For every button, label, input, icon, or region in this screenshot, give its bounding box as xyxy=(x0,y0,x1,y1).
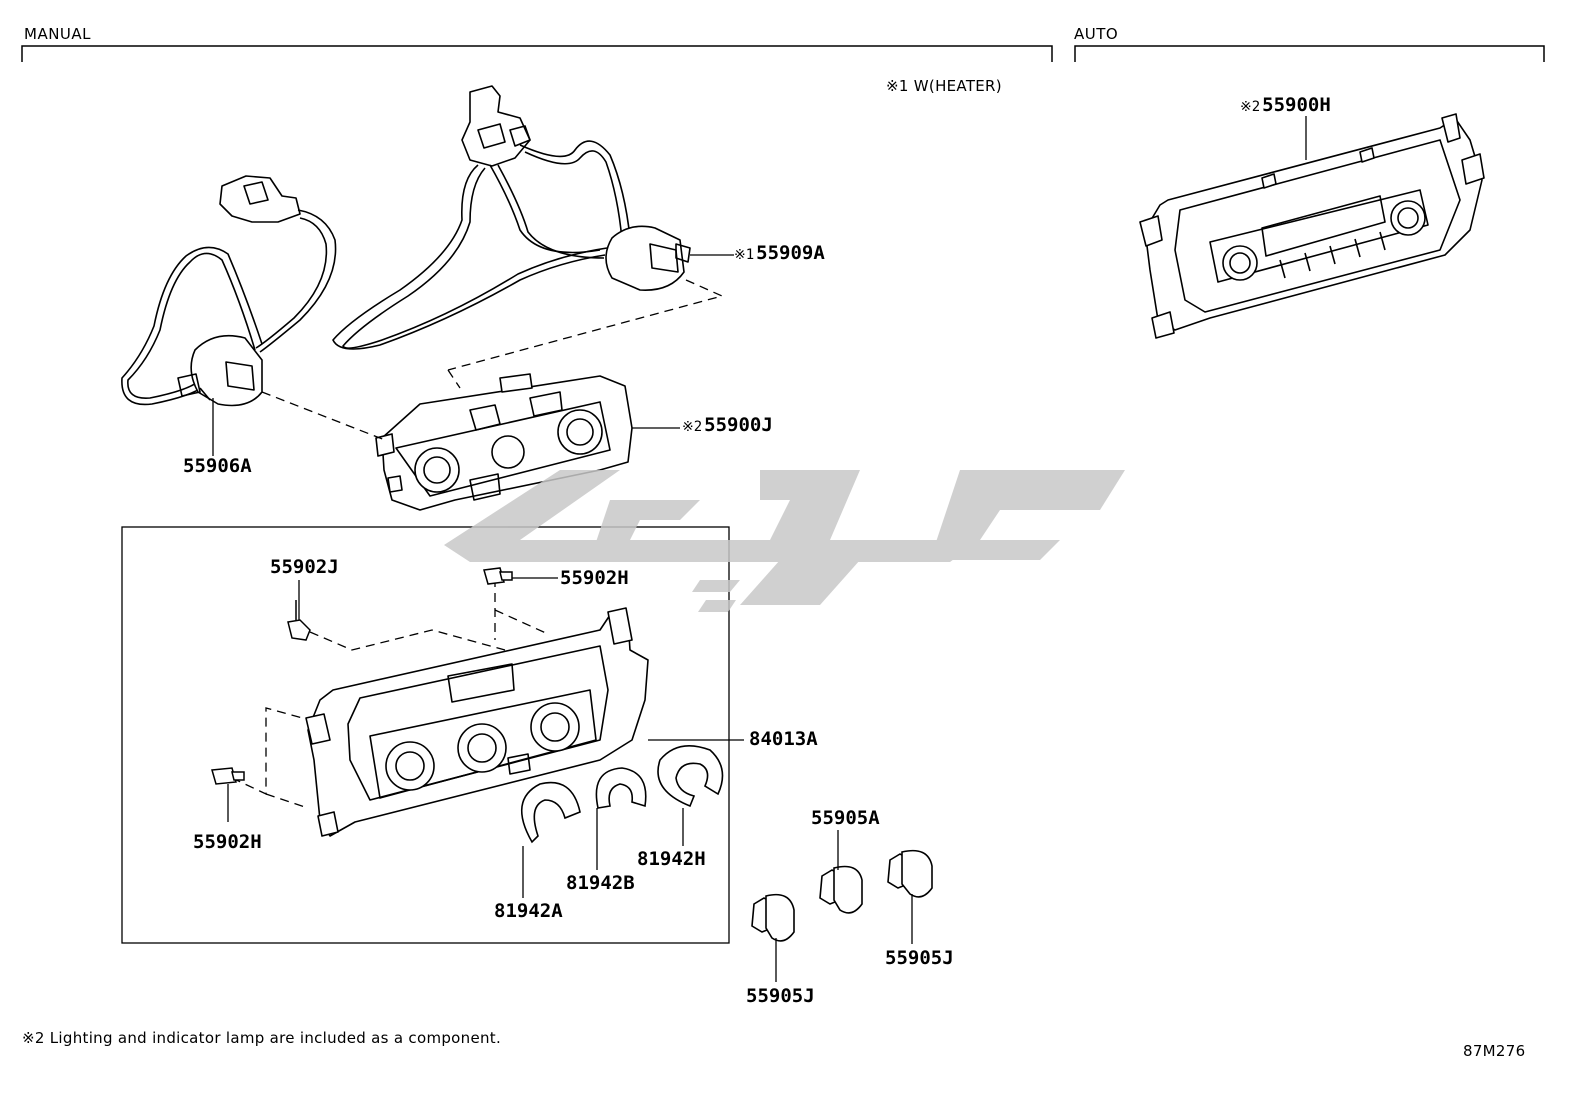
auto-section-bracket xyxy=(1074,45,1545,62)
bulb-55902H-top xyxy=(483,567,513,585)
part-label-84013A: 84013A xyxy=(749,728,818,750)
knob-55905J-bottom xyxy=(751,893,795,942)
panel-84013A xyxy=(305,607,649,837)
part-label-81942H: 81942H xyxy=(637,848,706,870)
auto-climate-control-unit xyxy=(1139,113,1485,339)
part-label-81942A: 81942A xyxy=(494,900,563,922)
footer-note: ※2 Lighting and indicator lamp are inclu… xyxy=(22,1029,502,1047)
part-number: 55909A xyxy=(756,242,825,264)
kit-box xyxy=(121,526,730,944)
part-label-55905A: 55905A xyxy=(811,807,880,829)
ring-81942A xyxy=(520,781,581,844)
part-label-55902H-bottom: 55902H xyxy=(193,831,262,853)
section-auto: AUTO xyxy=(1074,25,1119,43)
knob-55905A xyxy=(819,865,863,914)
dashed-connection-lines xyxy=(231,279,724,809)
ring-81942B xyxy=(595,767,647,809)
part-label-81942B: 81942B xyxy=(566,872,635,894)
bulb-55902H-bottom xyxy=(211,767,245,785)
manual-section-bracket xyxy=(21,45,1053,62)
clip-55902J xyxy=(287,600,311,641)
part-number: 55900J xyxy=(704,414,773,436)
mark-1: ※1 xyxy=(734,247,755,263)
part-label-55902H-top: 55902H xyxy=(560,567,629,589)
ring-81942H xyxy=(657,744,724,808)
manual-control-unit-55900J xyxy=(375,373,633,511)
knob-55905J-right xyxy=(887,849,933,898)
diagram-code: 87M276 xyxy=(1463,1042,1526,1060)
part-label-55906A: 55906A xyxy=(183,455,252,477)
mark-2: ※2 xyxy=(1240,99,1261,115)
part-label-55905J-right: 55905J xyxy=(885,947,954,969)
part-label-55902J: 55902J xyxy=(270,556,339,578)
part-label-55905J-bottom: 55905J xyxy=(746,985,815,1007)
watermark-logo xyxy=(444,470,1125,612)
harness-55906A xyxy=(121,175,337,407)
note-w-heater: ※1 W(HEATER) xyxy=(886,77,1002,95)
leader-lines xyxy=(212,116,1307,982)
part-number: 55900H xyxy=(1262,94,1331,116)
mark-2: ※2 xyxy=(682,419,703,435)
section-manual: MANUAL xyxy=(24,25,92,43)
harness-55909A xyxy=(332,85,691,350)
